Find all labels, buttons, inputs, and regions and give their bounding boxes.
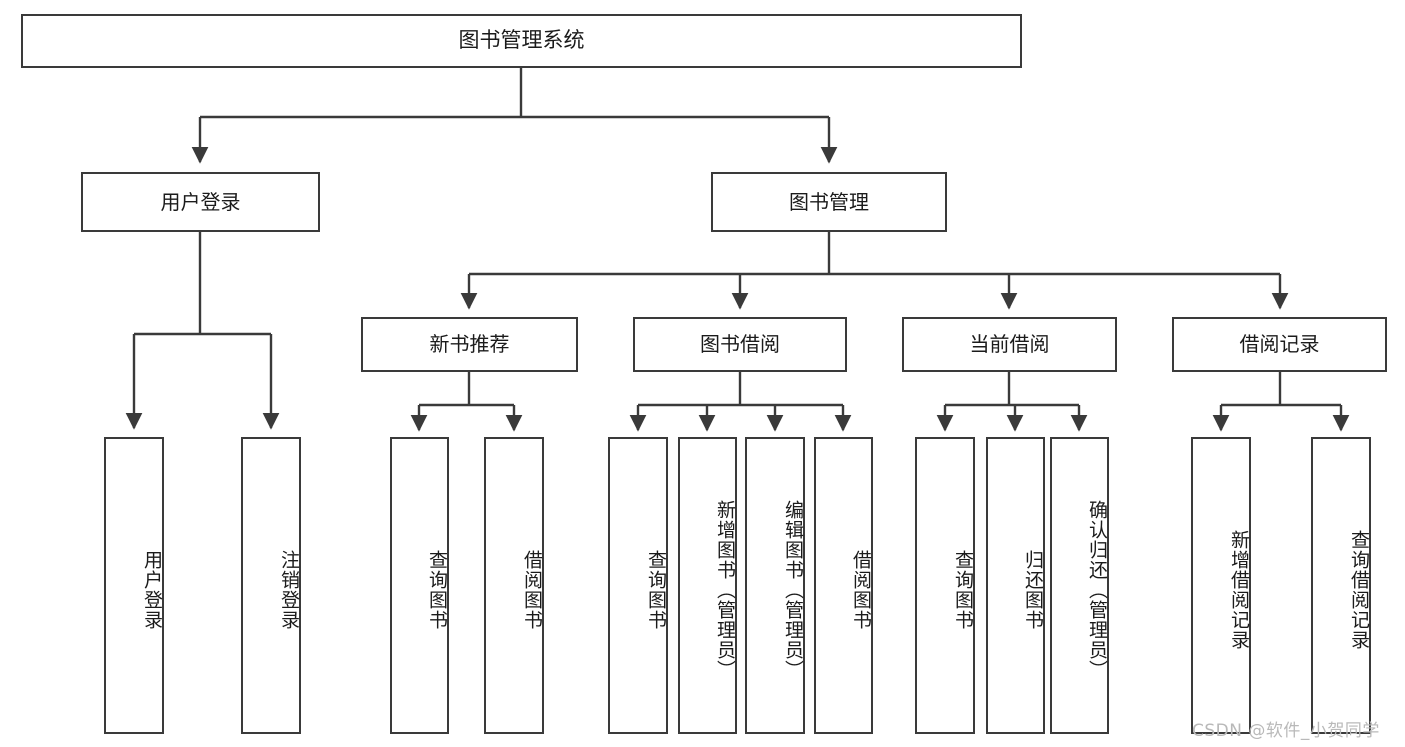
node-user-login[interactable]: 用户登录 (81, 172, 320, 232)
node-current-borrow[interactable]: 当前借阅 (902, 317, 1117, 372)
node-label: 借阅图书 (850, 549, 872, 630)
node-label: 图书借阅 (700, 332, 780, 357)
leaf-edit-book-admin[interactable]: 编辑图书（管理员） (745, 437, 805, 734)
node-label: 当前借阅 (969, 332, 1050, 357)
leaf-query-book-current[interactable]: 查询图书 (915, 437, 975, 734)
node-label: 图书管理 (789, 189, 869, 214)
node-label: 编辑图书（管理员） (782, 499, 804, 680)
node-label: 用户登录 (160, 189, 241, 214)
node-label: 图书管理系统 (458, 28, 585, 53)
csdn-watermark: CSDN @软件_小贺同学 (1192, 721, 1380, 741)
leaf-confirm-return-admin[interactable]: 确认归还（管理员） (1050, 437, 1109, 734)
leaf-borrow-book-action[interactable]: 借阅图书 (814, 437, 873, 734)
node-label: 查询图书 (952, 549, 974, 630)
node-label: 归还图书 (1022, 549, 1044, 630)
leaf-add-borrow-record[interactable]: 新增借阅记录 (1191, 437, 1251, 734)
leaf-add-book-admin[interactable]: 新增图书（管理员） (678, 437, 737, 734)
node-label: 确认归还（管理员） (1086, 499, 1108, 680)
leaf-user-logout-action[interactable]: 注销登录 (241, 437, 301, 734)
node-label: 新书推荐 (429, 332, 510, 357)
node-book-management[interactable]: 图书管理 (711, 172, 947, 232)
node-label: 用户登录 (141, 549, 163, 630)
node-label: 借阅记录 (1239, 332, 1320, 357)
node-borrow-record[interactable]: 借阅记录 (1172, 317, 1387, 372)
node-label: 新增借阅记录 (1228, 529, 1250, 650)
leaf-query-book-borrow[interactable]: 查询图书 (608, 437, 668, 734)
node-label: 新增图书（管理员） (714, 499, 736, 680)
leaf-borrow-book-recommend[interactable]: 借阅图书 (484, 437, 544, 734)
node-label: 注销登录 (278, 549, 300, 630)
node-label: 查询借阅记录 (1348, 529, 1370, 650)
leaf-query-book-recommend[interactable]: 查询图书 (390, 437, 449, 734)
node-book-borrow[interactable]: 图书借阅 (633, 317, 847, 372)
node-label: 借阅图书 (521, 549, 543, 630)
node-root-system[interactable]: 图书管理系统 (21, 14, 1022, 68)
node-label: 查询图书 (426, 549, 448, 630)
node-new-book-recommendation[interactable]: 新书推荐 (361, 317, 578, 372)
node-label: 查询图书 (645, 549, 667, 630)
leaf-return-book[interactable]: 归还图书 (986, 437, 1045, 734)
leaf-user-login-action[interactable]: 用户登录 (104, 437, 164, 734)
leaf-query-borrow-record[interactable]: 查询借阅记录 (1311, 437, 1371, 734)
